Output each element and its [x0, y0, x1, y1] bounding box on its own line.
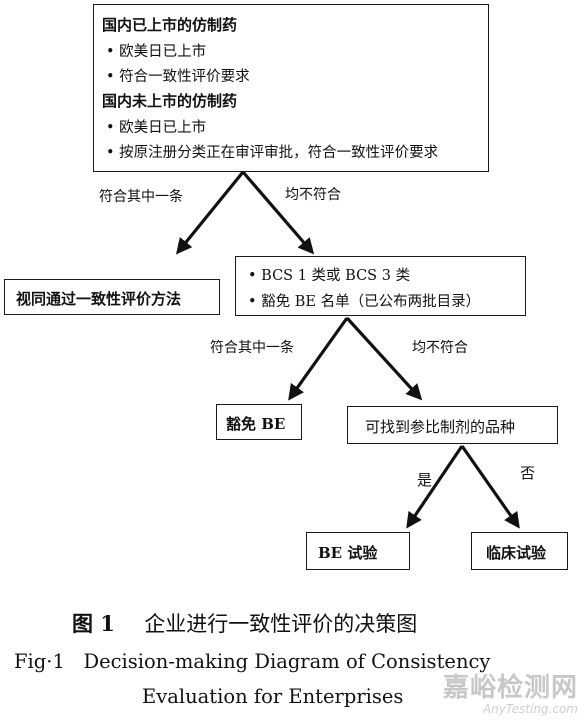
watermark: 嘉峪检测网 AnyTesting.com	[443, 667, 578, 716]
bcs-waiver-criteria-box: • BCS 1 类或 BCS 3 类 • 豁免 BE 名单（已公布两批目录）	[235, 256, 526, 316]
waive-be-label: 豁免 BE	[226, 415, 286, 433]
waive-be-box: 豁免 BE	[216, 404, 302, 440]
arrow-to-reference-box	[345, 316, 423, 401]
be-trial-box: BE 试验	[306, 532, 410, 570]
bullet-eu-us-jp-listed-2: • 欧美日已上市	[106, 120, 207, 136]
arrow-to-be-trial	[406, 445, 464, 529]
edge-label-meets-one-1: 符合其中一条	[99, 189, 183, 205]
deemed-passed-label: 视同通过一致性评价方法	[16, 290, 182, 308]
edge-label-yes: 是	[417, 471, 433, 489]
edge-label-no: 否	[520, 464, 536, 482]
heading-domestic-unlisted: 国内未上市的仿制药	[102, 92, 238, 110]
reference-product-label: 可找到参比制剂的品种	[365, 418, 516, 436]
figure-caption-en-line-2: Evaluation for Enterprises	[142, 685, 404, 708]
reference-product-box: 可找到参比制剂的品种	[347, 406, 558, 444]
bullet-under-review: • 按原注册分类正在审评审批，符合一致性评价要求	[106, 145, 439, 161]
heading-domestic-listed: 国内已上市的仿制药	[102, 16, 238, 34]
arrow-to-clinical-trial	[460, 445, 520, 529]
top-criteria-box: 国内已上市的仿制药 • 欧美日已上市 • 符合一致性评价要求 国内未上市的仿制药…	[93, 4, 489, 172]
clinical-trial-box: 临床试验	[471, 532, 568, 570]
edge-label-meets-one-2: 符合其中一条	[210, 340, 294, 356]
bullet-eu-us-jp-listed-1: • 欧美日已上市	[106, 44, 207, 60]
watermark-en: AnyTesting.com	[482, 702, 578, 716]
arrow-to-left-outcome	[175, 170, 245, 255]
figure-title-cn: 企业进行一致性评价的决策图	[144, 612, 418, 636]
figure-caption-en-line-1: Fig·1 Decision-making Diagram of Consist…	[14, 650, 491, 673]
arrow-to-middle-box	[241, 170, 315, 255]
clinical-trial-label: 临床试验	[486, 544, 547, 562]
figure-number-cn: 图 1	[72, 611, 115, 636]
bullet-bcs-class: • BCS 1 类或 BCS 3 类	[248, 268, 411, 284]
watermark-cn: 嘉峪检测网	[442, 673, 578, 703]
bullet-meets-requirements: • 符合一致性评价要求	[106, 69, 250, 85]
arrow-to-waive-box	[288, 317, 349, 401]
figure-caption-cn: 图 1 企业进行一致性评价的决策图	[72, 608, 417, 638]
edge-label-meets-none-2: 均不符合	[412, 340, 468, 356]
bullet-be-waiver-list: • 豁免 BE 名单（已公布两批目录）	[248, 294, 481, 310]
deemed-passed-box: 视同通过一致性评价方法	[4, 279, 220, 315]
be-trial-label: BE 试验	[318, 544, 378, 562]
edge-label-meets-none-1: 均不符合	[285, 187, 341, 203]
